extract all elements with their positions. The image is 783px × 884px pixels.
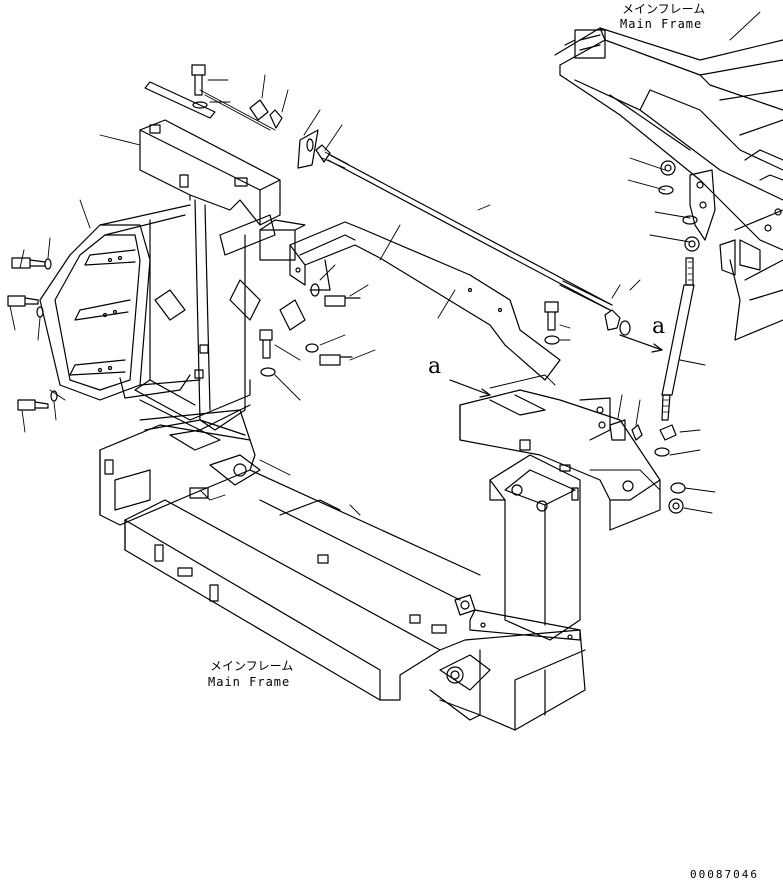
bolts-left xyxy=(7,237,58,433)
vertical-post xyxy=(99,81,306,431)
main-frame-upper-right xyxy=(554,27,783,341)
nut-washer-stack-lower xyxy=(654,424,716,514)
view-a-left-label: a xyxy=(428,354,441,379)
access-ladder xyxy=(39,199,201,401)
nut-washer-rod-end xyxy=(604,279,641,336)
view-arrow-right xyxy=(619,334,663,353)
turnbuckle-strut xyxy=(661,257,706,421)
view-arrow-left xyxy=(449,379,491,398)
support-arm xyxy=(289,221,561,381)
view-a-right-label: a xyxy=(652,314,665,339)
main-frame-lower xyxy=(99,374,661,731)
bracket-right-small xyxy=(609,394,643,441)
nut-washer-stack-upper xyxy=(658,160,700,252)
main-frame-top-jp-label: メインフレーム xyxy=(622,2,705,16)
bolt-top-post xyxy=(191,64,343,169)
main-frame-bottom-en-label: Main Frame xyxy=(208,675,290,689)
document-number: 00087046 xyxy=(690,868,759,881)
leader-lines-top-right xyxy=(627,11,761,243)
main-frame-bottom-jp-label: メインフレーム xyxy=(210,659,293,673)
bolts-middle xyxy=(259,264,571,401)
main-frame-top-en-label: Main Frame xyxy=(620,17,702,31)
